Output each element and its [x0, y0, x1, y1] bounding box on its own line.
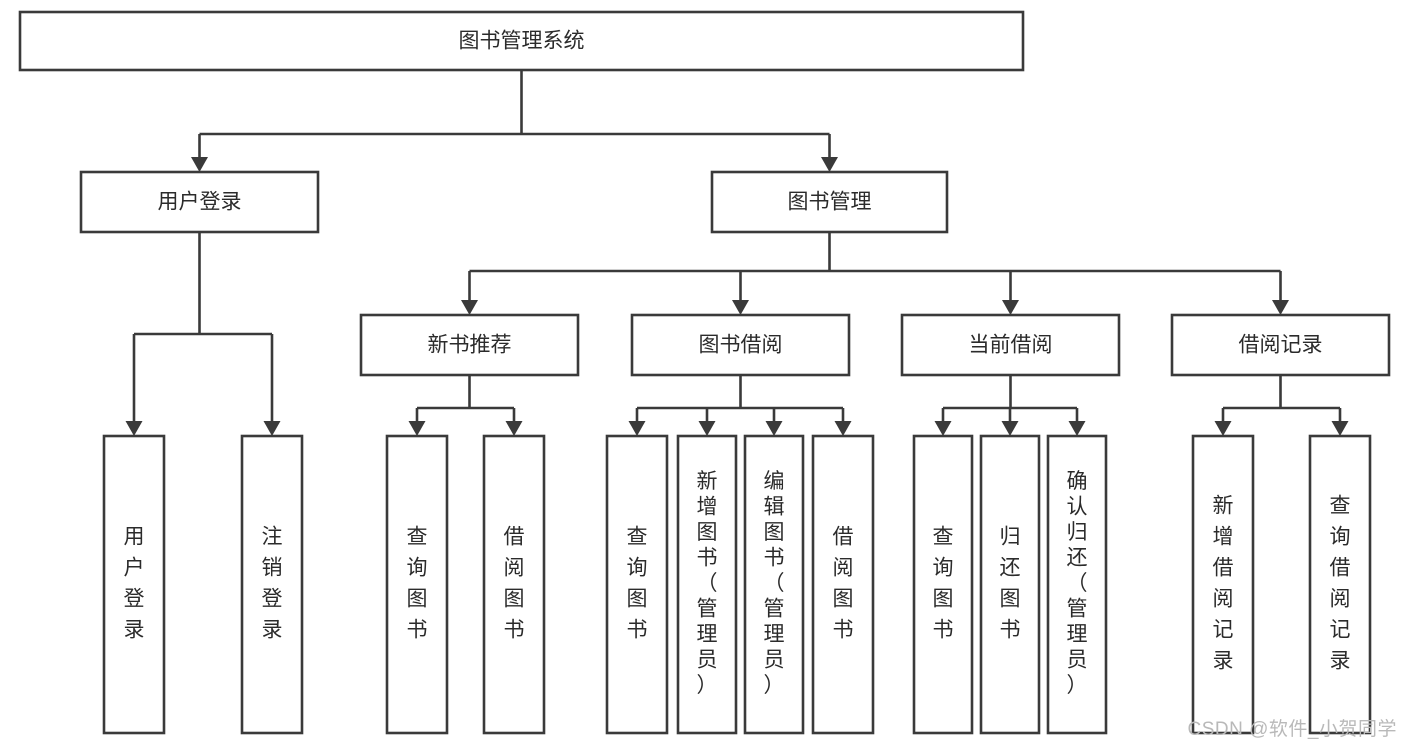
arrow-head-icon [765, 421, 783, 436]
node-leaf-borrow-book-1[interactable]: 借阅图书 [482, 434, 546, 735]
arrow-head-icon [191, 157, 208, 172]
arrow-head-icon [834, 421, 852, 436]
arrow-head-icon [1331, 421, 1349, 436]
node-leaf-query-book-3[interactable]: 查询图书 [912, 434, 974, 735]
connector-layer [125, 70, 1349, 436]
node-box[interactable] [1191, 434, 1255, 735]
node-box[interactable] [1170, 313, 1391, 377]
node-box[interactable] [482, 434, 546, 735]
node-box[interactable] [630, 313, 851, 377]
node-box[interactable] [240, 434, 304, 735]
node-leaf-query-record[interactable]: 查询借阅记录 [1308, 434, 1372, 735]
node-book-manage[interactable]: 图书管理 [710, 170, 949, 234]
node-box[interactable] [18, 10, 1025, 72]
node-label: 图书借阅 [699, 334, 783, 357]
arrow-head-icon [1068, 421, 1086, 436]
arrow-head-icon [934, 421, 952, 436]
node-label: 新增图书（管理员） [697, 470, 718, 697]
node-box[interactable] [710, 170, 949, 234]
node-label: 新书推荐 [428, 334, 512, 357]
arrow-head-icon [263, 421, 281, 436]
node-leaf-add-record[interactable]: 新增借阅记录 [1191, 434, 1255, 735]
arrow-head-icon [461, 300, 478, 315]
arrow-head-icon [1002, 300, 1019, 315]
arrow-head-icon [1001, 421, 1019, 436]
node-box[interactable] [1046, 434, 1108, 735]
node-box[interactable] [900, 313, 1121, 377]
node-root[interactable]: 图书管理系统 [18, 10, 1025, 72]
node-book-borrow[interactable]: 图书借阅 [630, 313, 851, 377]
node-label: 用户登录 [124, 526, 145, 642]
node-leaf-borrow-book-2[interactable]: 借阅图书 [811, 434, 875, 735]
node-leaf-add-book[interactable]: 新增图书（管理员） [676, 434, 738, 735]
node-box[interactable] [385, 434, 449, 735]
arrow-head-icon [408, 421, 426, 436]
arrow-head-icon [821, 157, 838, 172]
arrow-head-icon [1272, 300, 1289, 315]
node-label: 编辑图书（管理员） [764, 470, 785, 697]
node-label: 注销登录 [262, 526, 283, 642]
node-leaf-query-book-1[interactable]: 查询图书 [385, 434, 449, 735]
node-box[interactable] [979, 434, 1041, 735]
node-user-login[interactable]: 用户登录 [79, 170, 320, 234]
node-label: 确认归还（管理员） [1067, 470, 1088, 697]
arrow-head-icon [505, 421, 523, 436]
node-label: 借阅记录 [1239, 334, 1323, 357]
node-box[interactable] [743, 434, 805, 735]
arrow-head-icon [1214, 421, 1232, 436]
node-label: 用户登录 [158, 191, 242, 214]
node-box[interactable] [912, 434, 974, 735]
node-label: 归还图书 [1000, 526, 1021, 642]
node-label: 查询借阅记录 [1330, 495, 1351, 673]
node-leaf-query-book-2[interactable]: 查询图书 [605, 434, 669, 735]
node-label: 图书管理系统 [459, 30, 585, 53]
node-new-book-rec[interactable]: 新书推荐 [359, 313, 580, 377]
node-box[interactable] [102, 434, 166, 735]
arrow-head-icon [628, 421, 646, 436]
node-label: 当前借阅 [969, 334, 1053, 357]
node-label: 查询图书 [933, 526, 954, 642]
arrow-head-icon [125, 421, 143, 436]
node-label: 查询图书 [407, 526, 428, 642]
node-leaf-confirm-return[interactable]: 确认归还（管理员） [1046, 434, 1108, 735]
node-box[interactable] [1308, 434, 1372, 735]
node-label: 借阅图书 [833, 526, 854, 642]
node-box[interactable] [359, 313, 580, 377]
arrow-head-icon [698, 421, 716, 436]
node-box[interactable] [811, 434, 875, 735]
node-label: 借阅图书 [504, 526, 525, 642]
node-current-borrow[interactable]: 当前借阅 [900, 313, 1121, 377]
node-box[interactable] [605, 434, 669, 735]
node-label: 查询图书 [627, 526, 648, 642]
node-label: 新增借阅记录 [1213, 495, 1234, 673]
arrow-head-icon [732, 300, 749, 315]
node-label: 图书管理 [788, 191, 872, 214]
node-leaf-logout[interactable]: 注销登录 [240, 434, 304, 735]
node-box[interactable] [79, 170, 320, 234]
node-leaf-user-login[interactable]: 用户登录 [102, 434, 166, 735]
node-leaf-return-book[interactable]: 归还图书 [979, 434, 1041, 735]
node-leaf-edit-book[interactable]: 编辑图书（管理员） [743, 434, 805, 735]
node-box[interactable] [676, 434, 738, 735]
node-borrow-record[interactable]: 借阅记录 [1170, 313, 1391, 377]
node-layer: 图书管理系统用户登录图书管理新书推荐图书借阅当前借阅借阅记录用户登录注销登录查询… [18, 10, 1391, 735]
